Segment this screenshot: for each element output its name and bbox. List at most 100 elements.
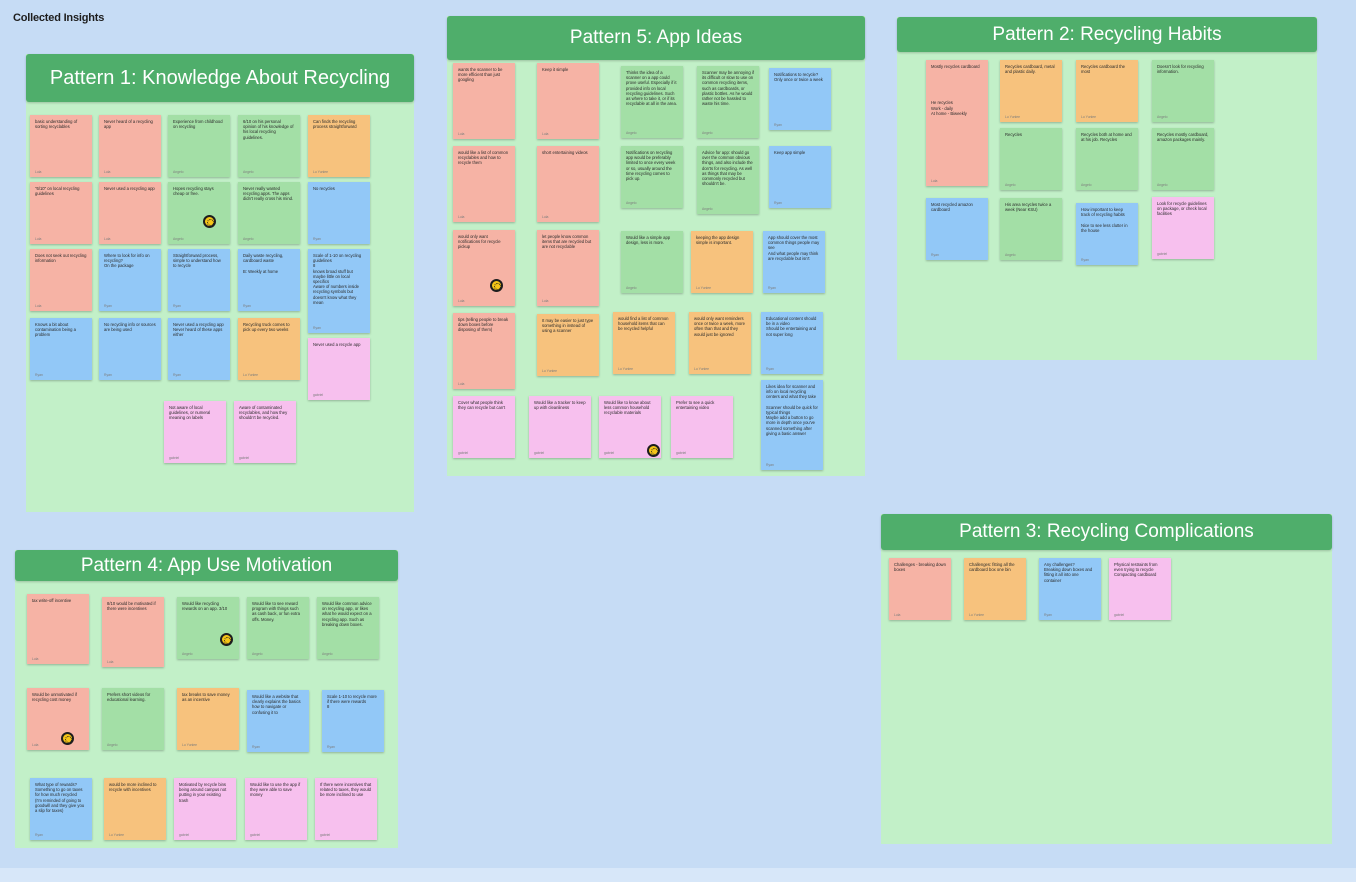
sticky-note[interactable]: Mostly recycles cardboard He recycles Wo… xyxy=(926,60,988,186)
sticky-note[interactable]: It may be easier to just type something … xyxy=(537,314,599,376)
sticky-note[interactable]: Would like a simple app design, less is … xyxy=(621,231,683,293)
pattern-3-section[interactable]: Pattern 3: Recycling Complications xyxy=(881,514,1332,844)
vote-sticker-icon[interactable] xyxy=(220,633,233,646)
sticky-note[interactable]: Would like to use the app if they were a… xyxy=(245,778,307,840)
vote-sticker-icon[interactable] xyxy=(203,215,216,228)
sticky-note[interactable]: Knows a bit about contamination being a … xyxy=(30,318,92,380)
sticky-note-text: Aware of contaminated recyclables, and h… xyxy=(239,405,288,421)
sticky-note[interactable]: Prefers short videos for educational lea… xyxy=(102,688,164,750)
sticky-note[interactable]: Where to look for info on recycling? On … xyxy=(99,249,161,311)
sticky-note-text: Where to look for info on recycling? On … xyxy=(104,253,150,269)
sticky-note[interactable]: would only want reminders once or twice … xyxy=(689,312,751,374)
sticky-note[interactable]: let people know common items that are re… xyxy=(537,230,599,306)
sticky-note[interactable]: Would like a website that clearly explai… xyxy=(247,690,309,752)
sticky-note[interactable]: Motivated by recycle bins being around c… xyxy=(174,778,236,840)
sticky-note-text: Not aware of local guidelines, or numera… xyxy=(169,405,211,421)
sticky-note[interactable]: Likes idea for scanner and info on local… xyxy=(761,380,823,470)
sticky-note[interactable]: What type of rewards? Something to go on… xyxy=(30,778,92,840)
sticky-note[interactable]: Would like to see reward program with th… xyxy=(247,597,309,659)
sticky-note[interactable]: Would be unmotivated if recycling cost m… xyxy=(27,688,89,750)
sticky-note[interactable]: Look for recycle guidelines on package, … xyxy=(1152,197,1214,259)
sticky-note[interactable]: Straightforward process, simple to under… xyxy=(168,249,230,311)
sticky-note[interactable]: Never really wanted recycling apps. The … xyxy=(238,182,300,244)
sticky-note[interactable]: 6/10 on his personal opinion of his know… xyxy=(238,115,300,177)
sticky-note[interactable]: Would like recycling rewards on an app. … xyxy=(177,597,239,659)
pattern-3-header[interactable]: Pattern 3: Recycling Complications xyxy=(881,514,1332,550)
sticky-note[interactable]: tax breaks to save money as an incentive… xyxy=(177,688,239,750)
pattern-2-header[interactable]: Pattern 2: Recycling Habits xyxy=(897,17,1317,52)
sticky-note[interactable]: Advice for app: should go over the commo… xyxy=(697,146,759,214)
sticky-note[interactable]: His area recycles twice a week (Near KSU… xyxy=(1000,198,1062,260)
sticky-note-text: Cover what people think they can recycle… xyxy=(458,400,506,411)
sticky-note[interactable]: Would like common advice on recycling ap… xyxy=(317,597,379,659)
sticky-note-author: Angelo xyxy=(702,131,713,135)
sticky-note[interactable]: If there were incentives that related to… xyxy=(315,778,377,840)
sticky-note[interactable]: Challenges: fitting all the cardboard bo… xyxy=(964,558,1026,620)
sticky-note[interactable]: Scale of 1-10 on recycling guidelines 8 … xyxy=(308,249,370,333)
sticky-note-author: Ryan xyxy=(931,253,939,257)
vote-sticker-icon[interactable] xyxy=(490,279,503,292)
sticky-note[interactable]: wants the scanner to be more efficient t… xyxy=(453,63,515,139)
sticky-note[interactable]: Thinks the idea of a scanner on a app co… xyxy=(621,66,683,138)
sticky-note[interactable]: keeping the app design simple is importa… xyxy=(691,231,753,293)
sticky-note[interactable]: Recycles both at home and at his job. Re… xyxy=(1076,128,1138,190)
sticky-note[interactable]: Daily waste recycling, cardboard waste B… xyxy=(238,249,300,311)
sticky-note[interactable]: Hopes recycling stays cheap or free.Ange… xyxy=(168,182,230,244)
sticky-note[interactable]: No recycling info or sources are being u… xyxy=(99,318,161,380)
sticky-note[interactable]: Notifications on recycling app would be … xyxy=(621,146,683,208)
sticky-note[interactable]: Cover what people think they can recycle… xyxy=(453,396,515,458)
sticky-note[interactable]: tips (telling people to break down boxes… xyxy=(453,313,515,389)
sticky-note[interactable]: Recycling truck comes to pick up every t… xyxy=(238,318,300,380)
sticky-note[interactable]: Aware of contaminated recyclables, and h… xyxy=(234,401,296,463)
sticky-note[interactable]: Physical restraints from even trying to … xyxy=(1109,558,1171,620)
sticky-note[interactable]: Educational content should be in a video… xyxy=(761,312,823,374)
sticky-note-author: Angelo xyxy=(1157,183,1168,187)
sticky-note-text: would be more inclined to recycle with i… xyxy=(109,782,157,793)
sticky-note-text: Scale of 1-10 on recycling guidelines 8 … xyxy=(313,253,362,305)
pattern-1-header[interactable]: Pattern 1: Knowledge About Recycling xyxy=(26,54,414,102)
sticky-note[interactable]: 8/10 would be motivated if there were in… xyxy=(102,597,164,667)
sticky-note-author: Lu Yunlee xyxy=(618,367,634,371)
sticky-note[interactable]: Can finds the recycling process straight… xyxy=(308,115,370,177)
sticky-note-text: Challenges - breaking down boxes xyxy=(894,562,946,573)
sticky-note[interactable]: Recycles cardboard, metal and plastic da… xyxy=(1000,60,1062,122)
sticky-note[interactable]: basic understanding of sorting recyclabl… xyxy=(30,115,92,177)
sticky-note[interactable]: Prefer to see a quick entertaining video… xyxy=(671,396,733,458)
sticky-note[interactable]: Scale 1-10 to recycle more if there were… xyxy=(322,690,384,752)
vote-sticker-icon[interactable] xyxy=(61,732,74,745)
sticky-note[interactable]: would find a list of common household it… xyxy=(613,312,675,374)
sticky-note[interactable]: Notifications to recycle? Only once or t… xyxy=(769,68,831,130)
sticky-note[interactable]: Would like a tracker to keep up with cle… xyxy=(529,396,591,458)
sticky-note[interactable]: Scanner may be annoying if its difficult… xyxy=(697,66,759,138)
sticky-note[interactable]: would be more inclined to recycle with i… xyxy=(104,778,166,840)
sticky-note[interactable]: How important to keep track of recycling… xyxy=(1076,203,1138,265)
sticky-note[interactable]: Not aware of local guidelines, or numera… xyxy=(164,401,226,463)
vote-sticker-icon[interactable] xyxy=(647,444,660,457)
sticky-note-text: Straightforward process, simple to under… xyxy=(173,253,221,269)
sticky-note[interactable]: would like a list of common recyclables … xyxy=(453,146,515,222)
sticky-note[interactable]: Doesn't look for recycling information.A… xyxy=(1152,60,1214,122)
sticky-note[interactable]: App should cover the most common things … xyxy=(763,231,825,293)
sticky-note[interactable]: Any challenges? Breaking down boxes and … xyxy=(1039,558,1101,620)
pattern-4-header[interactable]: Pattern 4: App Use Motivation xyxy=(15,550,398,581)
sticky-note[interactable]: Never used a recycling app Never heard o… xyxy=(168,318,230,380)
sticky-note[interactable]: would only want notifications for recycl… xyxy=(453,230,515,306)
sticky-note[interactable]: Recycles mostly cardboard, amazon packag… xyxy=(1152,128,1214,190)
sticky-note-text: tax breaks to save money as an incentive xyxy=(182,692,230,703)
pattern-5-header[interactable]: Pattern 5: App Ideas xyxy=(447,16,865,60)
